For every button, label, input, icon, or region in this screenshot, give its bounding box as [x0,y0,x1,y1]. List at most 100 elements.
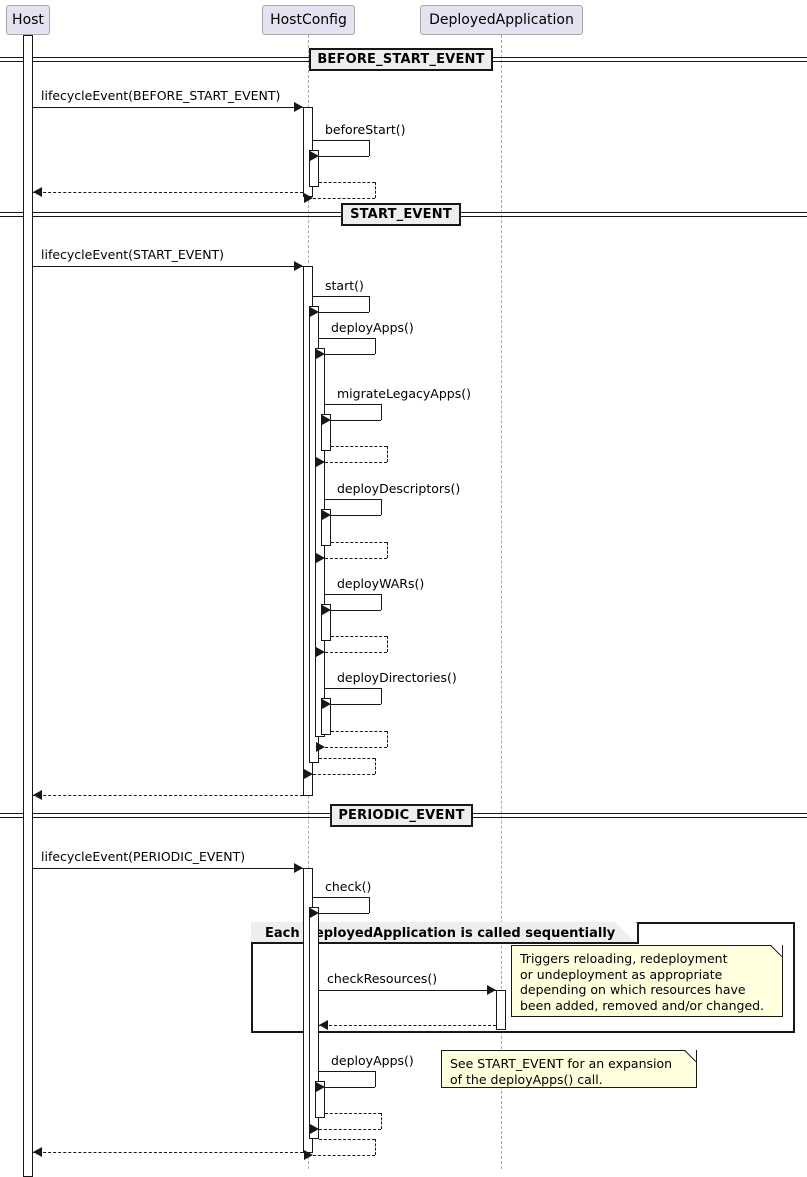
message-m15-out [331,731,387,732]
note-note-deploy-apps: See START_EVENT for an expansion of the … [441,1050,697,1088]
message-m6-back [319,312,369,313]
message-m16-back [313,774,375,775]
message-m9-out [331,446,387,447]
divider-periodic: PERIODIC_EVENT [330,804,473,827]
message-m25-arrowhead [33,1147,42,1157]
message-m10-out [325,499,381,500]
activation-a-cfg-bs-2 [309,150,319,187]
note-fold-note-deploy-apps [685,1050,696,1061]
message-m18-line [33,868,303,869]
message-m11-arrowhead [316,553,325,563]
activation-a-cfg-pe-3 [315,1081,325,1118]
message-m8-label: migrateLegacyApps() [337,386,471,401]
message-m20-label: checkResources() [327,971,438,986]
message-m11-out [331,542,387,543]
message-m18-arrowhead [294,863,303,873]
group-tab-each-deployed-application [251,922,639,944]
message-m19-turn [369,897,370,913]
message-m8-turn [381,404,382,420]
message-m9-arrowhead [316,457,325,467]
message-m22-turn [375,1071,376,1087]
message-m9-turn [387,446,388,462]
message-m13-back [325,652,387,653]
message-m5-arrowhead [294,261,303,271]
message-m11-turn [387,542,388,558]
message-m3-arrowhead [304,193,313,203]
message-m1-arrowhead [294,102,303,112]
message-m2-arrowhead [310,151,319,161]
message-m7-arrowhead [316,349,325,359]
message-m22-back [325,1087,375,1088]
activation-a-cfg-st-war [321,604,331,641]
message-m14-arrowhead [322,699,331,709]
message-m6-turn [369,296,370,312]
message-m12-out [325,594,381,595]
message-m23-turn [381,1113,382,1129]
message-m10-back [331,515,381,516]
message-m17-arrowhead [33,790,42,800]
message-m22-arrowhead [316,1082,325,1092]
message-m12-label: deployWARs() [337,576,425,591]
message-m4-line [33,192,303,193]
message-m19-arrowhead [310,908,319,918]
message-m13-arrowhead [316,647,325,657]
divider-start: START_EVENT [341,203,461,226]
message-m11-back [325,558,387,559]
message-m24-arrowhead [304,1150,313,1160]
message-m25-line [33,1152,303,1153]
message-m17-line [33,795,303,796]
message-m8-out [325,404,381,405]
message-m2-back [319,156,369,157]
message-m3-out [319,182,375,183]
message-m14-back [331,704,381,705]
message-m2-out [313,140,369,141]
message-m9-back [325,462,387,463]
message-m7-turn [375,338,376,354]
message-m7-out [319,338,375,339]
message-m12-turn [381,594,382,610]
message-m23-out [325,1113,381,1114]
activation-a-cfg-st-dir [321,698,331,735]
activation-a-app-check [496,990,506,1030]
message-m5-line [33,266,303,267]
message-m16-out [319,758,375,759]
message-m6-label: start() [325,278,364,293]
note-note-check-resources: Triggers reloading, redeployment or unde… [511,945,783,1017]
participant-config: HostConfig [262,5,355,35]
message-m14-out [325,688,381,689]
participant-app: DeployedApplication [420,5,583,35]
divider-before-start: BEFORE_START_EVENT [309,48,493,71]
message-m24-turn [375,1139,376,1155]
message-m7-label: deployApps() [331,320,414,335]
message-m20-arrowhead [487,985,496,995]
message-m21-arrowhead [319,1020,328,1030]
message-m10-turn [381,499,382,515]
message-m19-back [319,913,369,914]
message-m1-line [33,107,303,108]
group-tab-corner [615,922,637,942]
message-m8-arrowhead [322,415,331,425]
participant-host: Host [6,5,50,35]
message-m5-label: lifecycleEvent(START_EVENT) [41,247,225,262]
group-tab-label-each-deployed-application: Each DeployedApplication is called seque… [265,926,616,941]
message-m8-back [331,420,381,421]
message-m1-label: lifecycleEvent(BEFORE_START_EVENT) [41,88,281,103]
activation-a-cfg-st-mig [321,414,331,451]
message-m6-out [313,296,369,297]
activation-a-cfg-pe-2 [309,907,319,1139]
message-m12-back [331,610,381,611]
lifeline-app [501,35,502,1169]
message-m23-back [319,1129,381,1130]
message-m16-turn [375,758,376,774]
message-m12-arrowhead [322,605,331,615]
message-m15-back [325,747,387,748]
message-m4-arrowhead [33,187,42,197]
message-m13-out [331,636,387,637]
message-m6-arrowhead [310,307,319,317]
message-m22-label: deployApps() [331,1053,414,1068]
message-m2-label: beforeStart() [325,122,406,137]
message-m16-arrowhead [304,769,313,779]
activation-a-host-main [23,35,33,1177]
message-m10-arrowhead [322,510,331,520]
